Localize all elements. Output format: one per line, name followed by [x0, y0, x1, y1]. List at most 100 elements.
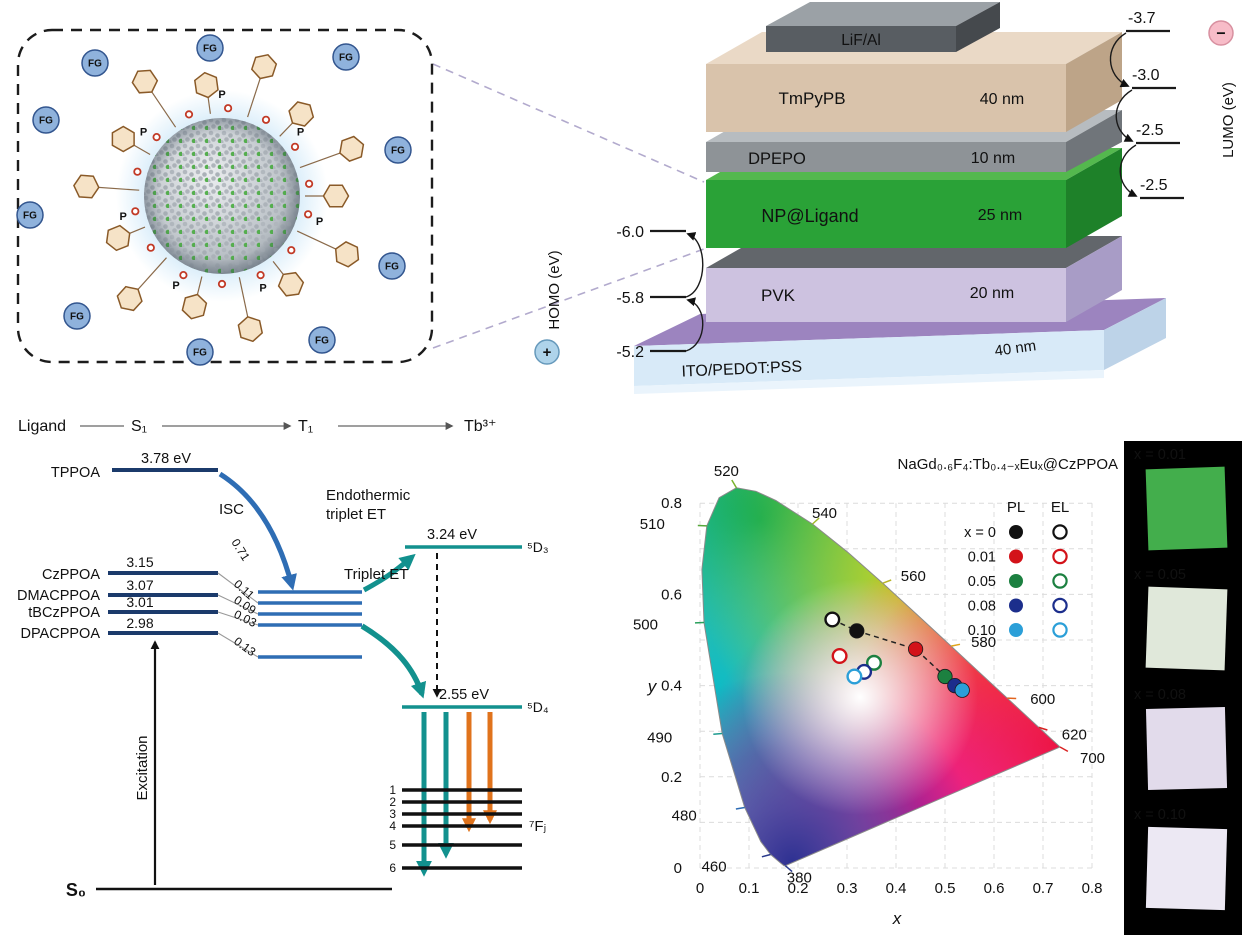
pl-point	[937, 668, 953, 685]
lumo-value-0: -3.7	[1128, 10, 1156, 27]
x-tick-label: 0.5	[935, 880, 956, 897]
ligand-energy-1: 3.15	[126, 554, 153, 570]
photo-strip: x = 0.01x = 0.05x = 0.08x = 0.10	[1124, 441, 1242, 935]
pvk-side-face	[1066, 236, 1122, 322]
legend-rows: x = 00.010.050.080.10	[964, 524, 1068, 639]
ligand-energy-2: 3.07	[126, 577, 153, 593]
legend-pl-marker	[1009, 549, 1023, 564]
legend-header-pl: PL	[1007, 499, 1025, 516]
layer-label-dpepo: DPEPO	[748, 150, 806, 168]
wavelength-label: 580	[971, 634, 996, 651]
fj-index-0: 1	[389, 783, 396, 797]
header-t1: T₁	[298, 418, 313, 435]
fg-label: FG	[193, 348, 207, 359]
layer-thickness-ito: 40 nm	[994, 337, 1038, 360]
legend-el-marker	[1052, 548, 1068, 565]
oxygen-atom	[184, 110, 194, 119]
pl-point	[954, 682, 970, 698]
isc-rate-4: 0.13	[231, 634, 258, 659]
layer-thickness-tmpypb: 40 nm	[980, 91, 1024, 108]
tmpypb-front-face	[706, 64, 1066, 132]
pl-point	[907, 641, 924, 657]
callout-line-bottom	[432, 248, 705, 349]
device-stack: LiF/Al TmPyPB 40 nm DPEPO 10 nm NP@Ligan…	[634, 2, 1166, 394]
legend-el-marker	[1052, 622, 1068, 638]
header-s1: S₁	[131, 418, 147, 435]
ground-state-label: S₀	[66, 880, 86, 900]
homo-axis-label: HOMO (eV)	[546, 250, 563, 329]
phosphorus-label: P	[259, 282, 266, 294]
lumo-value-3: -2.5	[1140, 177, 1168, 194]
layer-thickness-pvk: 20 nm	[970, 285, 1014, 302]
phenyl-ring	[111, 125, 135, 153]
el-point	[866, 654, 883, 671]
oxygen-atom	[179, 270, 188, 280]
phosphorus-label: P	[316, 216, 323, 228]
chart-title: NaGd₀.₆F₄:Tb₀.₄₋ₓEuₓ@CzPPOA	[898, 456, 1118, 473]
legend-el-marker	[1052, 524, 1068, 540]
ligand-name-3: tBCzPPOA	[28, 605, 100, 621]
photo-label: x = 0.05	[1134, 567, 1186, 583]
oxygen-atom	[131, 207, 140, 216]
oxygen-atom	[256, 270, 265, 280]
pl-point	[849, 623, 865, 639]
phenyl-ring	[105, 224, 131, 252]
device-photo	[1145, 466, 1228, 551]
phenyl-ring	[193, 71, 219, 99]
fg-icon	[196, 34, 224, 62]
s1-t1-connector-3	[217, 611, 259, 626]
fg-label: FG	[39, 116, 53, 127]
oxygen-atom	[304, 179, 314, 188]
x-tick-label: 0.3	[837, 880, 858, 897]
legend-row-label: 0.01	[968, 550, 996, 566]
isc-arrow	[218, 471, 297, 591]
phosphorus-label: P	[297, 126, 304, 138]
triplet-et-label: Triplet ET	[344, 566, 408, 583]
homo-arrow-0	[685, 297, 704, 352]
dpepo-side-face	[1066, 110, 1122, 172]
x-tick-label: 0.2	[788, 880, 809, 897]
d3-energy: 3.24 eV	[427, 527, 477, 543]
lumo-axis-label: LUMO (eV)	[1220, 82, 1237, 158]
photo-label: x = 0.08	[1134, 687, 1186, 703]
s1-t1-connector-2	[217, 594, 259, 615]
triplet-et-arrow	[360, 623, 427, 699]
lifal-side-face	[956, 2, 1000, 52]
phosphorus-label: P	[120, 211, 127, 223]
lifal-front-face	[766, 26, 956, 52]
photo-strip-items: x = 0.01x = 0.05x = 0.08x = 0.10	[1134, 447, 1228, 911]
wavelength-label: 460	[702, 859, 727, 876]
legend-el-marker	[1052, 597, 1068, 614]
y-tick-label: 0.4	[661, 678, 682, 695]
wavelength-tick	[1059, 746, 1069, 753]
lumo-arrow-0	[1109, 32, 1130, 88]
wavelength-tick	[731, 479, 738, 489]
cie-diagram: 380460480490500510520540560580600620700 …	[633, 456, 1118, 928]
ligand-energy-4: 2.98	[126, 615, 153, 631]
legend-row-label: 0.10	[968, 623, 996, 639]
endothermic-arrow	[362, 553, 416, 593]
legend-row-label: x = 0	[964, 525, 996, 541]
layer-thickness-np: 25 nm	[978, 207, 1022, 224]
legend-pl-marker	[1009, 574, 1023, 588]
el-point	[824, 611, 841, 628]
oxygen-atom	[290, 142, 300, 151]
fg-icon	[384, 136, 412, 164]
oxygen-atom	[303, 210, 313, 219]
oxygen-atom	[217, 279, 227, 289]
ligand-name-4: DPACPPOA	[20, 626, 100, 642]
wavelength-label: 380	[787, 870, 812, 887]
x-tick-label: 0.4	[886, 880, 907, 897]
lumo-ladder: LUMO (eV) -3.7 -3.0 -2.5 -2.5 −	[1109, 10, 1237, 200]
wavelength-label: 540	[812, 505, 837, 522]
s1-t1-connector-1	[217, 572, 259, 604]
x-tick-label: 0.8	[1082, 880, 1103, 897]
wavelength-label: 500	[633, 617, 658, 634]
oxygen-atom	[133, 167, 142, 176]
nanoparticle-core-rim	[144, 118, 300, 274]
fg-label: FG	[70, 312, 84, 323]
fg-icon	[378, 252, 406, 280]
